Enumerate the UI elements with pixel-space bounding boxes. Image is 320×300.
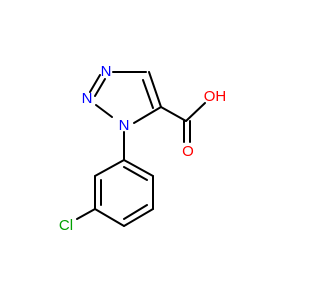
structure-canvas: N N N OH O Cl [59, 63, 226, 234]
bond-ph-cl [76, 208, 96, 220]
bond-c4-c5-a [148, 71, 162, 108]
bond-ph-c4-c5-inner [123, 204, 148, 220]
atom-label-n1: N [119, 117, 130, 134]
atom-label-o: O [182, 143, 194, 160]
atom-label-n3: N [101, 63, 112, 80]
bond-c5-ccooh [160, 106, 187, 122]
bond-c5-n1 [133, 106, 162, 124]
bond-ph-c6-c1-inner [123, 166, 148, 181]
bond-n2-n3-b [94, 78, 106, 97]
bond-n1-n2 [95, 104, 113, 118]
atom-label-cl: Cl [59, 217, 73, 234]
bond-ph-c1-c2 [94, 159, 125, 177]
atom-label-oh: OH [204, 88, 227, 105]
bond-ph-c6-c1 [123, 159, 154, 177]
bond-ph-c4-c5 [123, 208, 154, 227]
atom-label-layer: N N N OH O Cl [59, 63, 226, 234]
bond-ccooh-oh [185, 102, 206, 122]
bond-c4-c5-b [142, 79, 154, 109]
bond-layer [76, 71, 206, 227]
atom-label-n2: N [82, 90, 93, 107]
bond-n2-n3-a [89, 74, 101, 93]
bond-ph-c3-c4 [94, 208, 125, 227]
